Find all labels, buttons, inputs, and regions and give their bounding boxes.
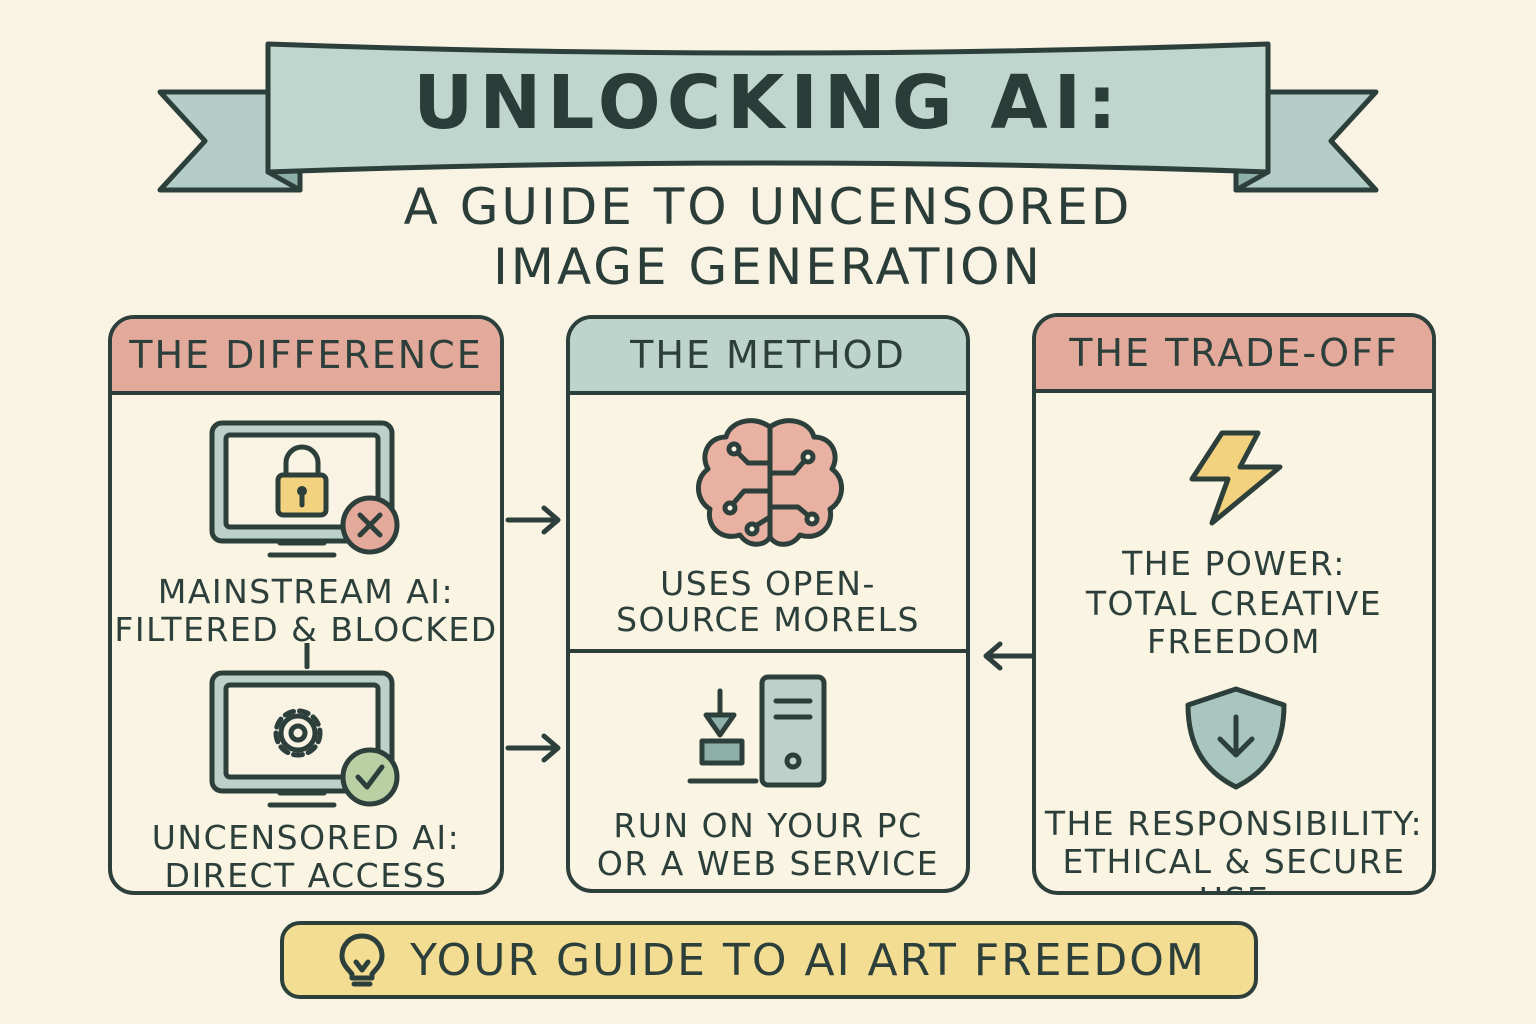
tradeoff-panel: THE TRADE-OFF THE POWER: TOTAL CREATIVE … — [1032, 313, 1436, 895]
connector-line — [304, 643, 310, 669]
responsibility-label-1: THE RESPONSIBILITY: — [1044, 804, 1424, 843]
uncensored-ai-label-2: DIRECT ACCESS — [164, 856, 448, 895]
title-banner — [157, 41, 1379, 193]
method-divider — [570, 649, 966, 653]
lightning-bolt-icon — [1189, 430, 1283, 526]
difference-panel: THE DIFFERENCE MAINSTREAM AI: FILTERED &… — [108, 315, 504, 895]
open-source-label-2: SOURCE MORELS — [616, 600, 920, 639]
run-pc-label-2: OR A WEB SERVICE — [596, 844, 940, 883]
method-header: THE METHOD — [570, 319, 966, 395]
subtitle-line-1: A GUIDE TO UNCENSORED — [403, 178, 1133, 236]
arrow-right-icon — [505, 733, 561, 763]
power-label-3: FREEDOM — [1147, 622, 1321, 661]
footer-text: YOUR GUIDE TO AI ART FREEDOM — [410, 934, 1206, 986]
footer-banner: YOUR GUIDE TO AI ART FREEDOM — [280, 921, 1258, 999]
responsibility-label-2: ETHICAL & SECURE USE — [1062, 842, 1406, 892]
run-pc-label-1: RUN ON YOUR PC — [613, 806, 923, 845]
open-source-label-1: USES OPEN- — [660, 564, 876, 603]
uncensored-ai-label-1: UNCENSORED AI: — [151, 818, 461, 857]
shield-icon — [1185, 686, 1287, 790]
power-label-2: TOTAL CREATIVE — [1085, 584, 1383, 623]
locked-monitor-icon — [209, 420, 400, 558]
arrow-right-icon — [505, 505, 561, 535]
download-pc-icon — [687, 674, 827, 788]
page-title: UNLOCKING AI: — [413, 60, 1123, 146]
subtitle-line-2: IMAGE GENERATION — [493, 238, 1043, 296]
power-label-1: THE POWER: — [1122, 544, 1346, 583]
gear-monitor-icon — [209, 670, 400, 808]
lightbulb-icon — [339, 933, 385, 987]
arrow-left-icon — [983, 641, 1039, 671]
mainstream-ai-label-1: MAINSTREAM AI: — [157, 572, 455, 611]
tradeoff-header: THE TRADE-OFF — [1036, 317, 1432, 393]
method-panel: THE METHOD USES OPEN- SOURCE MORELS RUN … — [566, 315, 970, 893]
difference-header: THE DIFFERENCE — [112, 319, 500, 395]
brain-circuit-icon — [696, 418, 844, 547]
